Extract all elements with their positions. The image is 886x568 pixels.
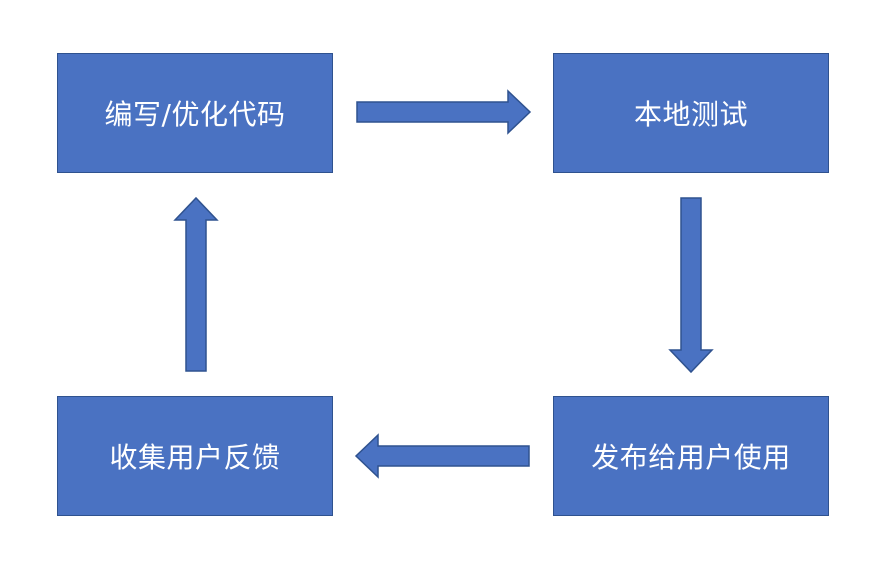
node-label-feedback: 收集用户反馈 bbox=[109, 441, 281, 474]
node-local-test: 本地测试 bbox=[553, 53, 829, 173]
arrow-up bbox=[173, 196, 219, 372]
node-label-code: 编写/优化代码 bbox=[104, 98, 286, 131]
node-label-release: 发布给用户使用 bbox=[591, 441, 791, 474]
node-collect-feedback: 收集用户反馈 bbox=[57, 396, 333, 516]
node-label-test: 本地测试 bbox=[633, 98, 748, 131]
arrow-left bbox=[354, 433, 530, 479]
arrow-down bbox=[668, 197, 714, 374]
arrow-right bbox=[356, 89, 532, 135]
node-release-to-users: 发布给用户使用 bbox=[553, 396, 829, 516]
node-write-optimize-code: 编写/优化代码 bbox=[57, 53, 333, 173]
